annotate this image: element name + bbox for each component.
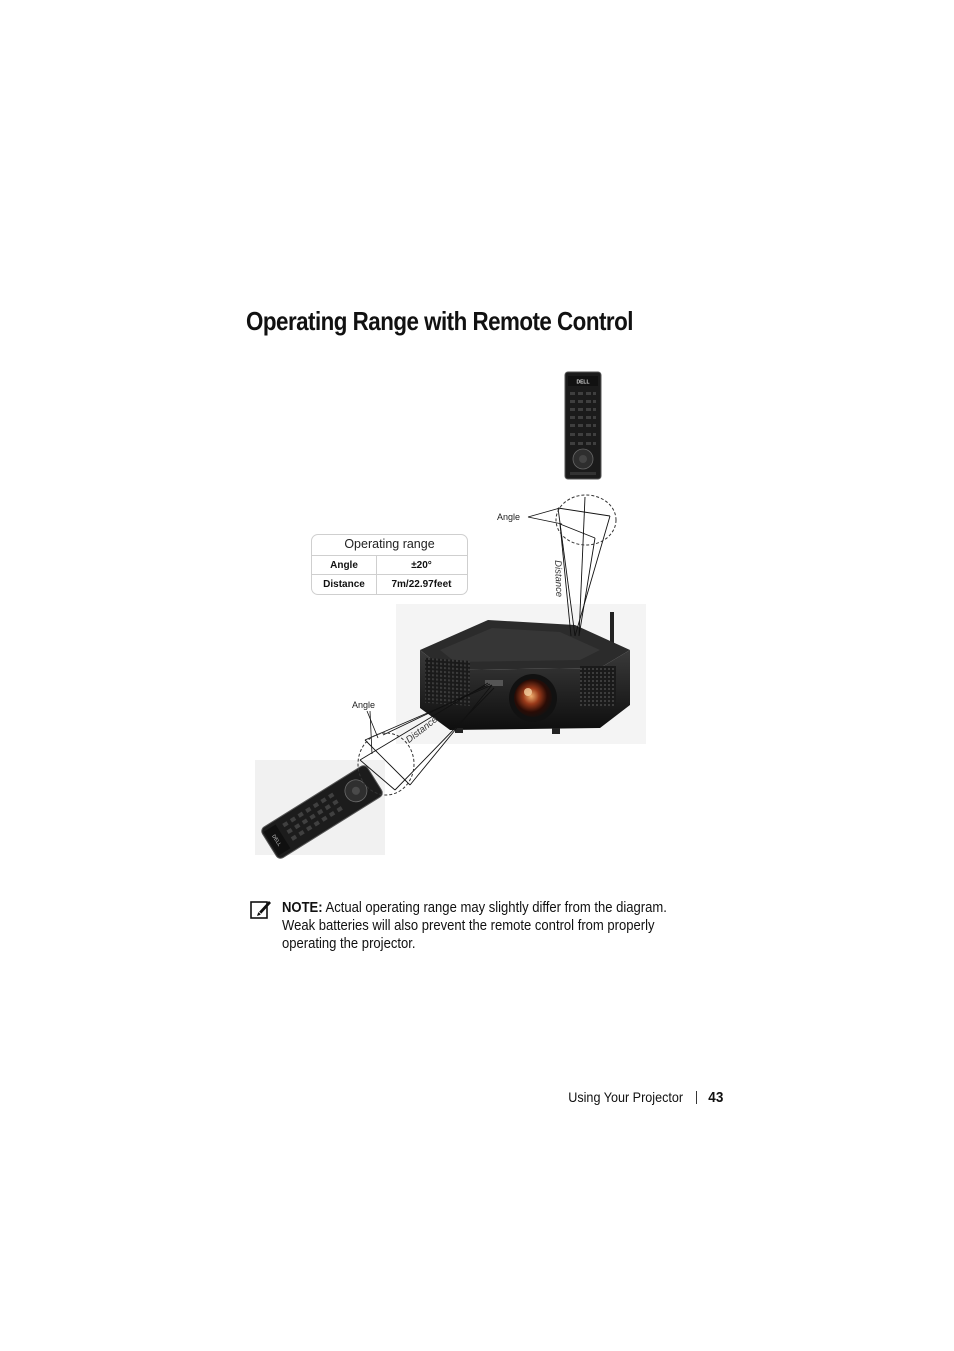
- table-cell-value: 7m/22.97feet: [376, 575, 466, 594]
- bottom-beam-lines: [359, 682, 495, 791]
- bottom-range-circle: [357, 732, 415, 796]
- table-cell-key: Distance: [323, 579, 365, 590]
- remote-control-top-icon: DELL: [564, 371, 602, 480]
- svg-text:DELL: DELL: [270, 834, 282, 848]
- table-row: Angle ±20°: [312, 555, 467, 575]
- operating-range-title: Operating range: [344, 537, 435, 551]
- note-paragraph: NOTE: Actual operating range may slightl…: [282, 899, 696, 953]
- top-beam-lines: [557, 496, 611, 637]
- note-pencil-icon: [250, 901, 271, 919]
- table-row: Distance 7m/22.97feet: [312, 574, 467, 594]
- top-range-circle: [555, 494, 617, 546]
- remote-control-angled-icon: DELL: [255, 760, 385, 859]
- angle-label-top: Angle: [497, 512, 521, 522]
- note-prefix: NOTE:: [282, 900, 323, 916]
- operating-range-table: Operating range Angle ±20° Distance 7m/2…: [311, 534, 468, 595]
- remote-brand: DELL: [576, 380, 589, 386]
- footer-section: Using Your Projector: [567, 1089, 683, 1105]
- page-number: 43: [707, 1089, 723, 1106]
- table-cell-key: Angle: [330, 560, 358, 571]
- footer-divider: [695, 1091, 697, 1104]
- projector-icon: [396, 604, 646, 744]
- angle-label-bottom: Angle: [352, 700, 376, 710]
- table-cell-value: ±20°: [376, 556, 466, 575]
- note-text: Actual operating range may slightly diff…: [282, 900, 667, 952]
- page-title: Operating Range with Remote Control: [246, 306, 633, 336]
- distance-label-top: Distance: [552, 560, 565, 598]
- page-footer: Using Your Projector 43: [568, 1089, 723, 1106]
